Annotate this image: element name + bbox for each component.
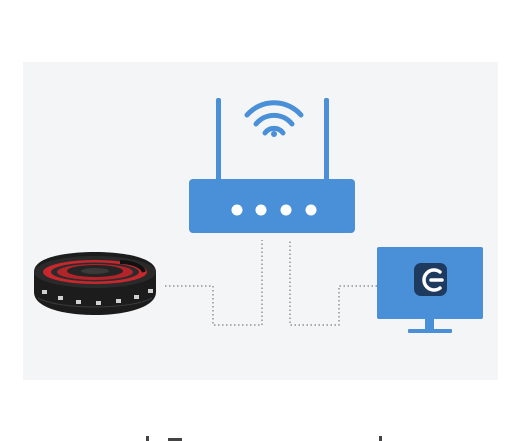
wifi-signal-icon bbox=[244, 100, 304, 136]
router-led-1 bbox=[231, 204, 243, 216]
connector-strip-to-router bbox=[165, 240, 263, 326]
router-led-4 bbox=[305, 204, 317, 216]
cropped-mark-left-2 bbox=[168, 438, 182, 441]
connector-monitor-to-router bbox=[289, 240, 377, 326]
router-led-2 bbox=[255, 204, 267, 216]
wifi-signal-dot bbox=[271, 131, 277, 137]
wifi-router-icon bbox=[189, 98, 355, 233]
g-logo-app-icon bbox=[414, 263, 447, 296]
cropped-mark-left bbox=[146, 436, 149, 441]
led-strip-reel-icon bbox=[34, 252, 156, 315]
cropped-mark-right bbox=[379, 436, 382, 441]
router-led-3 bbox=[280, 204, 292, 216]
